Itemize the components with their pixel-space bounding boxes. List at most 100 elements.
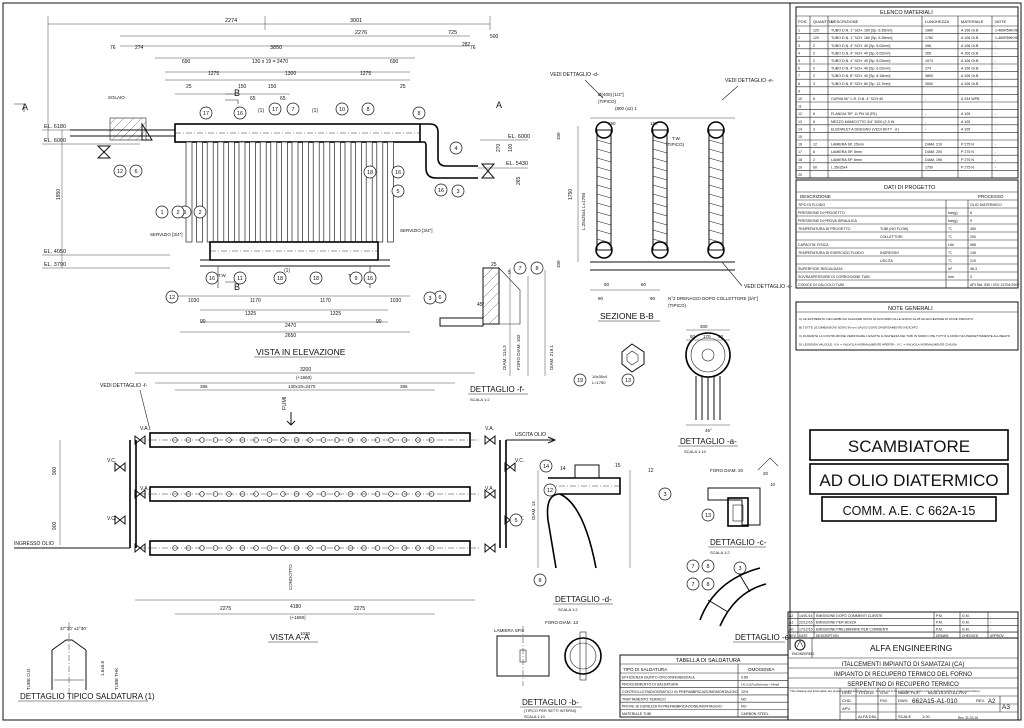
balloon-number: 2 [176,210,179,216]
valve-label: V.A. [140,426,149,432]
service-label: SERVIZIO [3/4"] [150,232,183,237]
tube-stub [212,437,219,443]
bom-cell: 7 [798,74,800,78]
part-balloon [193,205,207,219]
bom-cell: - [995,59,997,63]
bom-cell: TUBO D.N. 8" SCH. 80 [Sp. 12.7mm] [831,82,890,86]
notes-lines: A) LE ESTREMITA' DEI LEMBI DA SALDARE SO… [799,317,1011,347]
tube-stub [347,545,354,551]
dim-text: 90 [598,296,604,301]
dim-text: DIAM. 14 [531,501,536,520]
balloon-number: 9 [354,276,357,282]
table-header: TIPO DI SALDATURA [623,667,667,672]
bom-cell: A 106 Gr.B [961,67,979,71]
dim-text: 76 [110,45,116,51]
bom-cell: DIAM. 219 [925,143,942,147]
weld-cell: TRATTAMENTO TERMICO [622,697,666,701]
tube-stub [401,491,408,497]
valve-icon [114,461,126,473]
part-balloon [686,577,700,591]
dim-text: LAMIERA SP.8 [494,628,524,633]
part-balloon [423,291,437,305]
bom-cell: A 106 Gr.B [961,36,979,40]
tube-stub [185,437,192,443]
bom-cell: 1-460R5HKVB [995,36,1019,40]
balloon-number: 1 [160,210,163,216]
part-balloon [273,271,287,285]
balloon-number: 5 [396,189,399,195]
dim-text: 270 [496,143,502,152]
dim-text: 25 [400,84,406,90]
tube-stub [347,491,354,497]
bom-cell: 60 [813,165,817,169]
valve-label: V.C. [515,458,524,464]
bom-cell: 1-460R5HKVB [995,29,1019,33]
part-balloon [686,559,700,573]
tube-stub [293,437,300,443]
balloon-number: 11 [237,276,243,282]
tube-stub [428,491,435,497]
revision-header: DRAWN [936,634,949,638]
tube-stub [226,545,232,551]
part-balloon [361,102,375,116]
revision-cell: G.M. [962,621,970,625]
tube-stub [172,491,178,497]
design-cell: TEMPERATURA DI ESERCIZIO FLUIDO [798,251,864,255]
revision-cell: P.M. [936,621,943,625]
tube-stub [253,491,259,497]
header-section [651,121,669,139]
heat-tube [302,141,309,243]
level-label: EL. 6000 [44,138,66,144]
design-cell: 3 [970,275,972,279]
revision-cell: G.M. [962,627,970,631]
part-balloon [412,106,426,120]
table-title: DATI DI PROGETTO [884,185,936,191]
heat-tube [344,141,352,243]
dim-text: 45° [477,302,485,308]
tube-stub [266,437,273,443]
bom-cell: 274 [925,67,931,71]
part-balloon [268,102,282,116]
heat-tube [217,141,225,243]
design-cell: 965 [970,243,976,247]
tube-stub [415,545,421,551]
bom-cell: - [995,82,997,86]
dim-text: 725 [448,30,457,36]
view-title: DETTAGLIO -f- [470,385,525,394]
section-bb-view: Ø(400) [1/2"] (TIPICO) (800 (x2) 1 150 1… [550,72,793,322]
bom-cell: - [995,127,997,131]
tube-stub [388,491,394,497]
balloon-number: 16 [237,111,243,117]
bom-cell: 4 [798,51,800,55]
bom-cell: 18 [798,158,802,162]
tube-stub [185,491,192,497]
heat-tube [249,141,256,243]
revision-cell: 17/12/15 [799,627,813,631]
balloon-number: 7 [291,107,294,113]
part-balloon [509,513,523,527]
dim-text: (+1660) [290,615,306,620]
bom-cell: 2 [813,74,815,78]
revision-cell: - [990,614,992,618]
bom-cell: 19 [798,165,802,169]
bom-cell: 2 [813,51,815,55]
bom-cell: 2 [813,158,815,162]
dim-text: 385 [200,384,208,389]
heat-tube [334,141,341,243]
bom-cell: 496 [925,44,931,48]
slab-label: SOLAIO [108,95,125,100]
bom-cell: A 106 Gr.B [961,59,979,63]
balloon-number: 7 [518,266,521,272]
dim-text: 2274 [225,18,237,24]
dim-text: FORO DIAM. 20 [710,468,744,473]
heat-tube [355,141,362,243]
design-cell: °C [948,235,952,239]
bom-cell: 1750 [925,165,933,169]
bom-cell: 2 [813,67,815,71]
part-balloon [286,102,300,116]
bom-cell: DIAM. 196 [925,158,942,162]
bom-cell: 2 [798,36,800,40]
bom-header-cell: DESCRIZIONE [831,19,859,24]
tube-stub [280,545,286,551]
